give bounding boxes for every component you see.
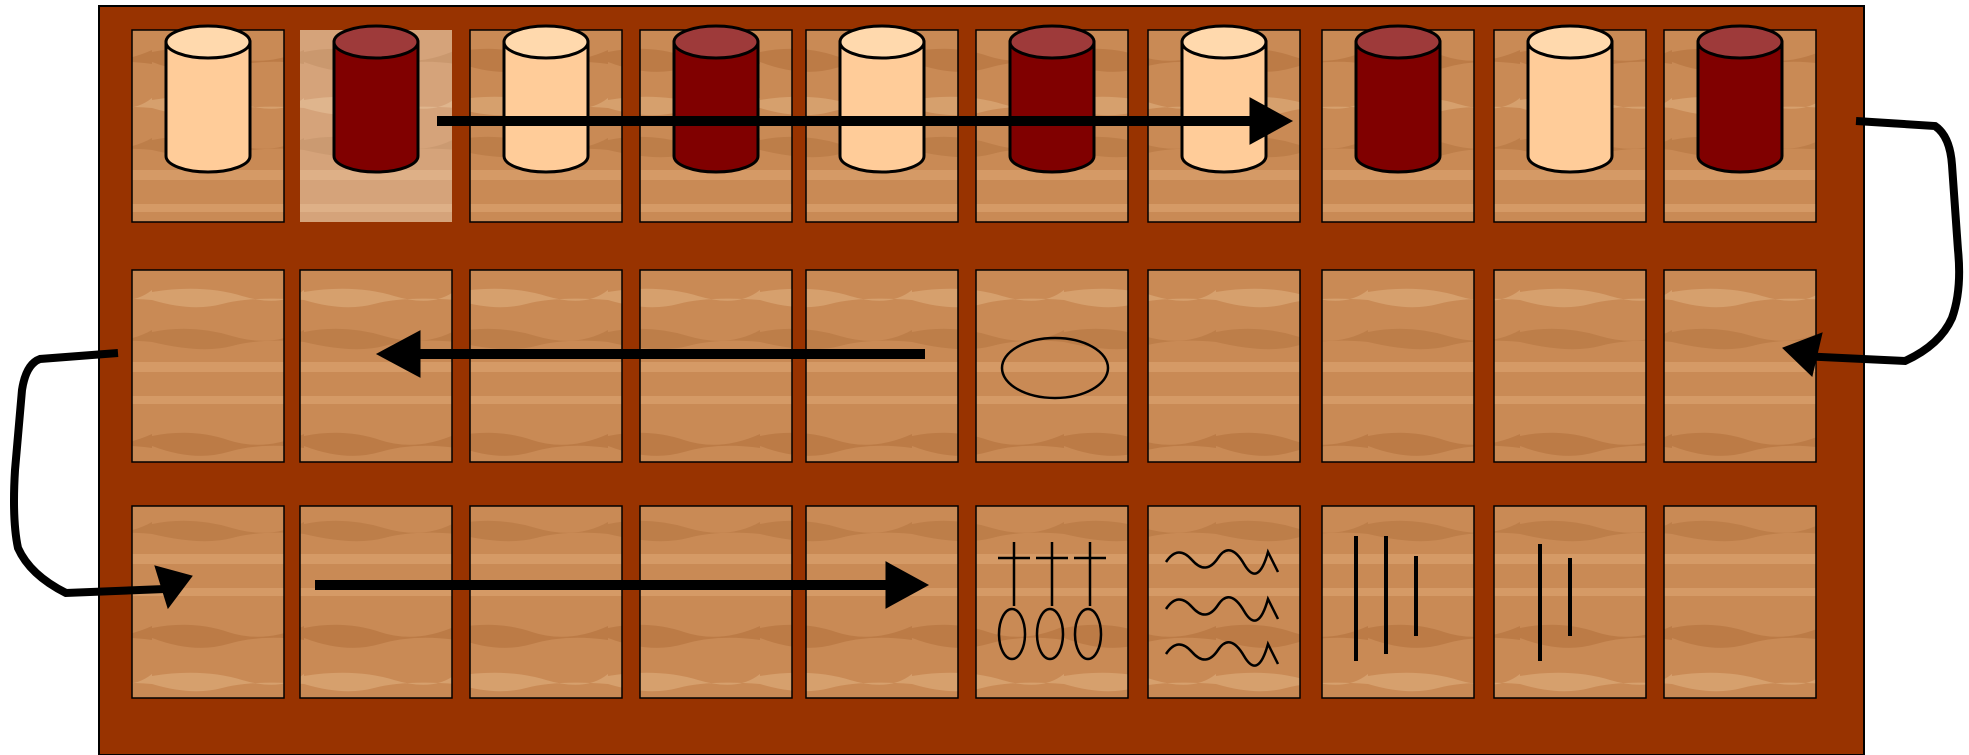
light-game-piece[interactable] (1528, 26, 1612, 172)
light-game-piece[interactable] (504, 26, 588, 172)
square-r2-c5[interactable] (806, 270, 958, 462)
square-r2-c1[interactable] (132, 270, 284, 462)
square-r3-c4[interactable] (640, 506, 792, 698)
dark-game-piece[interactable] (334, 26, 418, 172)
square-r3-c10[interactable] (1664, 506, 1816, 698)
light-game-piece[interactable] (1182, 26, 1266, 172)
light-game-piece[interactable] (166, 26, 250, 172)
square-r2-c8[interactable] (1322, 270, 1474, 462)
dark-game-piece[interactable] (1698, 26, 1782, 172)
square-r2-c7[interactable] (1148, 270, 1300, 462)
square-r2-c6[interactable] (976, 270, 1128, 462)
square-r2-c4[interactable] (640, 270, 792, 462)
square-r3-c1[interactable] (132, 506, 284, 698)
square-r2-c10[interactable] (1664, 270, 1816, 462)
square-r2-c2[interactable] (300, 270, 452, 462)
dark-game-piece[interactable] (674, 26, 758, 172)
square-r3-c2[interactable] (300, 506, 452, 698)
square-r3-c3[interactable] (470, 506, 622, 698)
dark-game-piece[interactable] (1010, 26, 1094, 172)
square-r3-c8[interactable] (1322, 506, 1474, 698)
light-game-piece[interactable] (840, 26, 924, 172)
square-r2-c3[interactable] (470, 270, 622, 462)
square-r2-c9[interactable] (1494, 270, 1646, 462)
square-r3-c5[interactable] (806, 506, 958, 698)
dark-game-piece[interactable] (1356, 26, 1440, 172)
